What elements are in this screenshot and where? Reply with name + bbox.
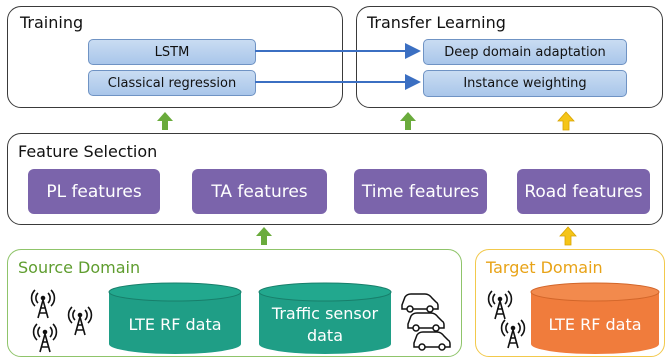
road-features-box: Road features: [517, 169, 650, 214]
source-lte-rf-database: LTE RF data: [108, 282, 242, 356]
database-cylinder-shape: [258, 282, 392, 354]
traffic-sensor-database: Traffic sensor data: [258, 282, 392, 356]
cell-tower-icon: [32, 323, 58, 353]
cell-tower-icon: [487, 290, 513, 320]
instance-weighting-box: Instance weighting: [423, 70, 627, 97]
source-lte-rf-label: LTE RF data: [128, 315, 222, 334]
traffic-sensor-label-line1: Traffic sensor: [271, 304, 379, 323]
up-arrow-icon: [400, 112, 416, 130]
cell-tower-icon: [30, 289, 56, 319]
training-title: Training: [20, 13, 84, 32]
source-domain-title: Source Domain: [18, 258, 141, 277]
time-features-box: Time features: [354, 169, 487, 214]
database-cylinder-shape: [530, 282, 660, 354]
up-arrow-icon: [256, 227, 272, 245]
training-panel: Training LSTM Classical regression: [7, 6, 343, 108]
feature-selection-panel: Feature Selection PL features TA feature…: [7, 133, 663, 225]
target-domain-title: Target Domain: [486, 258, 603, 277]
car-icon: [407, 312, 445, 332]
target-lte-rf-label: LTE RF data: [548, 315, 642, 334]
lstm-box: LSTM: [88, 39, 256, 65]
target-lte-rf-database: LTE RF data: [530, 282, 660, 356]
deep-domain-adaptation-box: Deep domain adaptation: [423, 39, 627, 65]
up-arrow-icon: [559, 226, 577, 246]
classical-regression-box: Classical regression: [88, 70, 256, 96]
up-arrow-icon: [557, 111, 575, 131]
car-icon: [413, 331, 451, 351]
ta-features-box: TA features: [192, 169, 327, 214]
feature-selection-title: Feature Selection: [18, 142, 158, 161]
traffic-sensor-label-line2: data: [306, 326, 344, 345]
pl-features-box: PL features: [28, 169, 160, 214]
car-icon: [401, 293, 439, 313]
up-arrow-icon: [157, 112, 173, 130]
transfer-learning-title: Transfer Learning: [367, 13, 506, 32]
database-cylinder-shape: [108, 282, 242, 354]
cell-tower-icon: [500, 319, 526, 349]
transfer-learning-panel: Transfer Learning Deep domain adaptation…: [356, 6, 663, 108]
cell-tower-icon: [67, 306, 93, 336]
